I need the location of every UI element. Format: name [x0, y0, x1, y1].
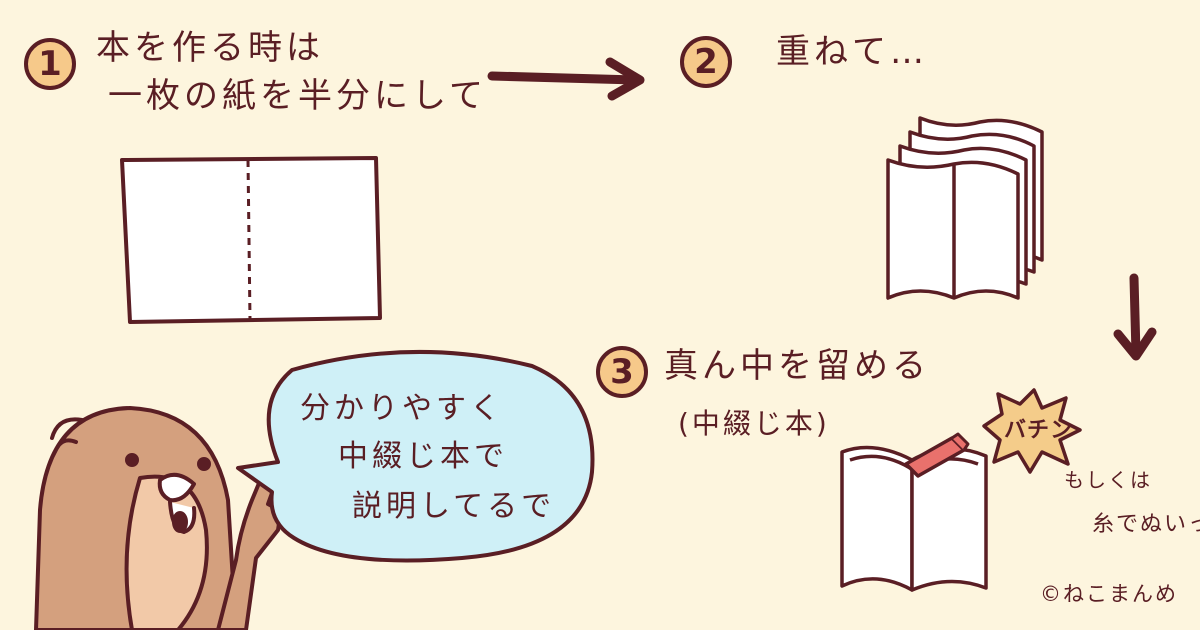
stacked-papers-illustration	[886, 116, 1044, 300]
step-3-number: 3	[610, 352, 634, 392]
arrow-right-icon	[487, 57, 645, 101]
paper-sheet-illustration	[120, 156, 382, 324]
sound-effect-text: バチン	[1004, 418, 1074, 443]
step-3-caption-line-2: (中綴じ本)	[678, 407, 830, 440]
alt-note-line-2: 糸でぬいっ	[1092, 512, 1200, 537]
step-2-number: 2	[694, 42, 718, 82]
step-2-caption: 重ねて…	[776, 32, 928, 72]
alt-note-line-1: もしくは	[1064, 468, 1152, 492]
step-1-caption-line-2: 一枚の紙を半分にして	[108, 76, 487, 116]
step-3-number-badge: 3	[596, 346, 648, 398]
step-1-caption-line-1: 本を作る時は	[96, 28, 324, 68]
arrow-down-icon	[1113, 273, 1157, 361]
stapler-icon	[904, 432, 970, 478]
speech-line-1: 分かりやすく	[300, 391, 504, 426]
speech-line-2: 中綴じ本で	[338, 439, 508, 474]
step-2-number-badge: 2	[680, 36, 732, 88]
step-1-number: 1	[38, 44, 62, 84]
burst-icon	[982, 388, 1082, 474]
bear-character-illustration	[34, 406, 281, 630]
credit: ©ねこまんめ	[1040, 582, 1178, 606]
speech-bubble-shape	[236, 350, 595, 563]
step-1-number-badge: 1	[24, 38, 76, 90]
speech-line-3: 説明してるで	[352, 489, 556, 524]
step-3-caption-line-1: 真ん中を留める	[664, 346, 930, 386]
